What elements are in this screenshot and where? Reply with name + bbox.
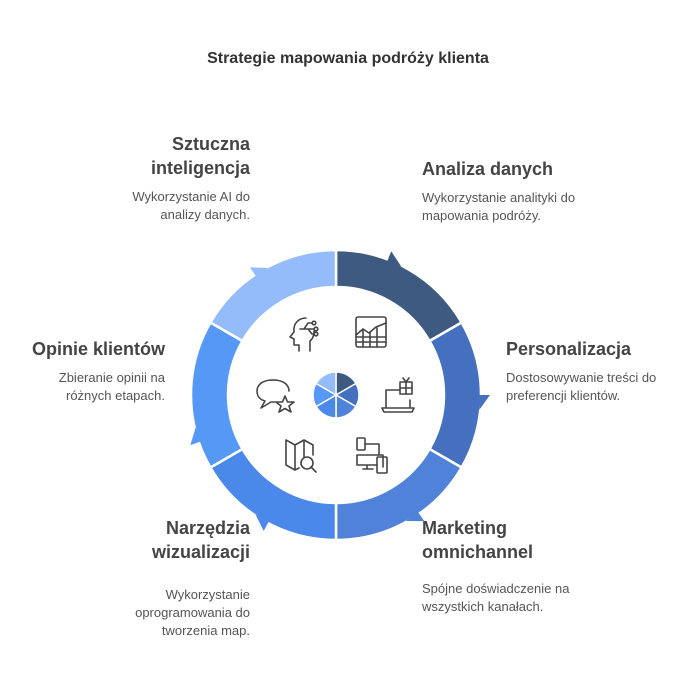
arrow-tip-icon — [255, 514, 269, 531]
item-heading: Opinie klientów — [31, 339, 165, 359]
item-desc: Wykorzystanie oprogramowania do tworzeni… — [135, 587, 250, 638]
center-pie-slice — [315, 371, 337, 397]
arrow-tip-icon — [190, 427, 201, 446]
item-feedback: Opinie klientów Zbieranie opinii na różn… — [0, 337, 165, 405]
arrow-tip-icon — [249, 267, 269, 277]
item-data-analysis: Analiza danych Wykorzystanie analityki d… — [422, 157, 662, 225]
laptop-gift-icon — [381, 377, 415, 413]
ring-segment — [189, 320, 245, 470]
item-omnichannel: Marketing omnichannel Spójne doświadczen… — [422, 516, 662, 616]
item-desc: Wykorzystanie AI do analizy danych. — [132, 189, 250, 222]
item-heading: Marketing omnichannel — [422, 518, 534, 562]
item-desc: Zbieranie opinii na różnych etapach. — [58, 370, 165, 403]
ai-head-icon — [289, 317, 319, 352]
arrow-tip-icon — [387, 251, 402, 267]
ring-segment — [208, 248, 338, 343]
ring-segment — [334, 447, 464, 542]
devices-icon — [356, 437, 388, 474]
item-personalization: Personalizacja Dostosowywanie treści do … — [506, 337, 696, 405]
item-desc: Wykorzystanie analityki do mapowania pod… — [422, 190, 576, 223]
map-search-icon — [285, 439, 317, 473]
arrow-tip-icon — [479, 395, 490, 411]
item-desc: Spójne doświadczenie na wszystkich kanał… — [422, 581, 570, 614]
item-heading: Personalizacja — [506, 339, 632, 359]
item-heading: Analiza danych — [422, 159, 554, 179]
ring-segment — [208, 447, 338, 542]
chart-grid-icon — [355, 316, 387, 348]
item-heading: Sztuczna inteligencja — [150, 134, 250, 178]
arrow-tip-icon — [405, 512, 425, 522]
item-heading: Narzędzia wizualizacji — [151, 518, 250, 562]
item-visualization: Narzędzia wizualizacji Wykorzystanie opr… — [10, 516, 250, 640]
item-ai: Sztuczna inteligencja Wykorzystanie AI d… — [10, 132, 250, 224]
diagram-title: Strategie mapowania podróży klienta — [207, 50, 489, 67]
item-desc: Dostosowywanie treści do preferencji kli… — [506, 370, 657, 403]
ring-segment — [427, 320, 483, 470]
chat-star-icon — [256, 379, 295, 413]
